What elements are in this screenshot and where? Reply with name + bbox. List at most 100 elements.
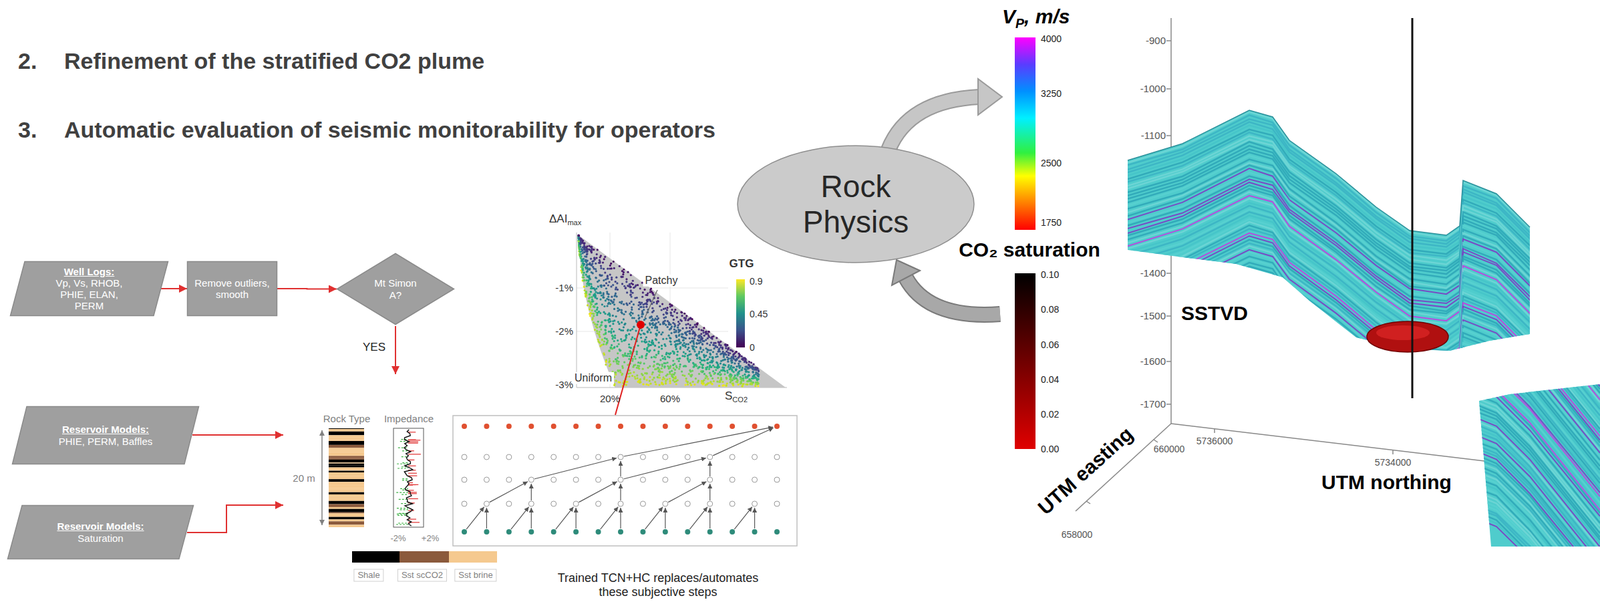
circle-part: [729, 501, 735, 507]
circle-part: [598, 326, 601, 329]
circle-part: [600, 324, 603, 327]
circle-part: [681, 354, 684, 357]
circle-part: [590, 295, 593, 298]
circle-part: [583, 279, 586, 282]
circle-part: [676, 354, 679, 357]
circle-part: [603, 284, 606, 287]
circle-part: [578, 252, 581, 255]
circle-part: [649, 299, 652, 302]
circle-part: [631, 336, 634, 339]
process-arrow: [888, 96, 980, 150]
circle-part: [598, 330, 601, 333]
circle-part: [595, 501, 602, 507]
line-part: [709, 483, 711, 501]
circle-part: [640, 476, 646, 483]
circle-part: [654, 368, 657, 371]
circle-part: [656, 376, 659, 379]
circle-part: [733, 362, 736, 365]
circle-part: [718, 384, 721, 387]
circle-part: [632, 371, 635, 374]
circle-part: [602, 352, 605, 355]
circle-part: [585, 290, 588, 293]
leader-line: [644, 289, 658, 318]
circle-part: [688, 332, 691, 335]
circle-part: [621, 354, 624, 357]
circle-part: [619, 371, 622, 374]
circle-part: [730, 379, 733, 382]
circle-part: [725, 376, 728, 379]
circle-part: [601, 296, 604, 299]
circle-part: [752, 501, 758, 507]
rect-part: [328, 499, 365, 502]
circle-part: [708, 361, 711, 364]
circle-part: [668, 377, 671, 380]
circle-part: [573, 529, 579, 535]
circle-part: [633, 296, 636, 299]
circle-part: [690, 328, 693, 331]
circle-part: [699, 341, 702, 344]
circle-part: [506, 529, 512, 535]
line-part: [534, 457, 617, 479]
circle-part: [591, 271, 594, 274]
circle-part: [612, 300, 615, 303]
circle-part: [710, 374, 713, 377]
circle-part: [716, 380, 719, 383]
circle-part: [746, 380, 749, 383]
circle-part: [660, 344, 663, 347]
circle-part: [663, 343, 666, 346]
circle-part: [640, 501, 646, 507]
circle-part: [704, 347, 707, 350]
circle-part: [672, 359, 675, 362]
circle-part: [698, 366, 701, 369]
circle-part: [610, 344, 613, 347]
circle-part: [627, 332, 630, 335]
rect-part: [328, 440, 365, 441]
line-part: [401, 493, 409, 495]
circle-part: [700, 350, 703, 353]
circle-part: [748, 374, 751, 377]
circle-part: [619, 338, 622, 341]
circle-part: [720, 373, 723, 376]
flow-connector: [161, 287, 188, 290]
circle-part: [731, 350, 734, 353]
circle-part: [754, 381, 757, 384]
circle-part: [692, 332, 695, 335]
circle-part: [635, 352, 638, 355]
path-part: [1127, 389, 1600, 593]
circle-part: [586, 266, 589, 269]
circle-part: [726, 382, 729, 385]
path-part: [1127, 396, 1600, 600]
circle-part: [582, 276, 585, 279]
circle-part: [729, 529, 735, 535]
circle-part: [602, 284, 605, 287]
circle-part: [692, 366, 695, 369]
circle-part: [711, 337, 714, 340]
circle-part: [724, 384, 727, 387]
circle-part: [694, 324, 697, 327]
circle-part: [697, 379, 700, 382]
list-number: 2.: [18, 48, 37, 75]
circle-part: [677, 320, 680, 323]
rect-part: [328, 501, 365, 505]
rect-part: [328, 462, 365, 463]
rect-part: [328, 496, 365, 500]
circle-part: [590, 250, 593, 253]
circle-part: [650, 315, 653, 318]
rect-part: [328, 494, 365, 497]
circle-part: [637, 303, 640, 306]
circle-part: [595, 253, 598, 256]
circle-part: [627, 352, 630, 355]
circle-part: [668, 334, 671, 337]
circle-part: [663, 356, 666, 359]
circle-part: [694, 334, 697, 337]
circle-part: [708, 368, 711, 371]
circle-part: [585, 250, 588, 253]
line-part: [396, 523, 409, 525]
circle-part: [749, 366, 752, 369]
circle-part: [747, 370, 750, 373]
circle-part: [706, 362, 709, 365]
circle-part: [642, 383, 645, 386]
circle-part: [607, 280, 610, 283]
circle-part: [727, 357, 730, 360]
circle-part: [616, 288, 619, 291]
